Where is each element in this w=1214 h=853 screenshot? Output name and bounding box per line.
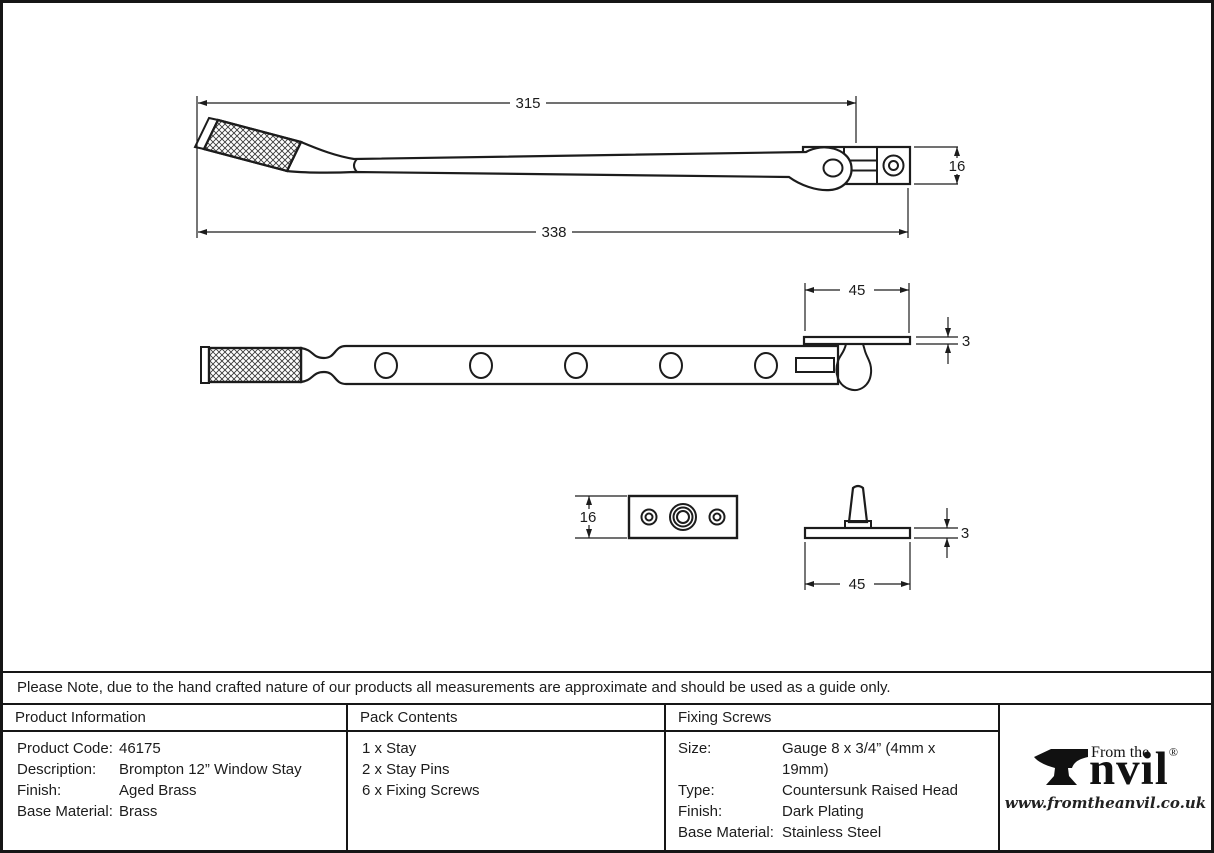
dim-pin-base-length: 45: [849, 576, 866, 593]
stay-pin-drawing: 3 45: [803, 484, 969, 593]
pack-contents-header: Pack Contents: [348, 705, 664, 732]
anvil-icon: [1034, 748, 1089, 785]
row-label: Type:: [678, 782, 715, 799]
row-label: Product Code:: [17, 740, 113, 757]
row-value: Aged Brass: [119, 782, 197, 799]
stay-side-view-drawing: 315 338 16: [193, 95, 971, 241]
row-label: Size:: [678, 740, 712, 757]
pack-item: 6 x Fixing Screws: [362, 782, 480, 799]
table-row: Size: Gauge 8 x 3/4” (4mm x 19mm): [678, 738, 986, 780]
measurement-note: Please Note, due to the hand crafted nat…: [3, 671, 1211, 705]
row-label: Description:: [17, 761, 97, 778]
stay-plan-view-drawing: 45 3: [200, 282, 970, 391]
dim-open-length: 315: [515, 95, 540, 112]
table-row: Base Material: Stainless Steel: [678, 822, 986, 843]
brand-logo-cell: From the nvil® www.fromtheanvil.co.uk: [1000, 705, 1211, 850]
row-value: Brompton 12” Window Stay: [119, 761, 302, 778]
logo-website: www.fromtheanvil.co.uk: [1004, 793, 1207, 812]
dim-plate-thickness: 3: [962, 333, 970, 350]
fixing-screws-header: Fixing Screws: [666, 705, 998, 732]
dim-keep-plate-height: 16: [580, 509, 597, 526]
row-label: Base Material:: [17, 803, 113, 820]
logo-wordmark: nvil: [1089, 742, 1169, 795]
pack-contents-column: Pack Contents 1 x Stay 2 x Stay Pins 6 x…: [348, 705, 666, 850]
knurl-texture: [207, 346, 303, 384]
knurl-texture: [202, 118, 303, 173]
table-row: Finish: Aged Brass: [17, 780, 334, 801]
table-row: Finish: Dark Plating: [678, 801, 986, 822]
table-row: Type: Countersunk Raised Head: [678, 780, 986, 801]
pack-item: 1 x Stay: [362, 740, 417, 757]
from-the-anvil-logo: From the nvil® www.fromtheanvil.co.uk: [1005, 744, 1206, 812]
row-label: Finish:: [17, 782, 62, 799]
logo-tagline: From the: [1091, 743, 1150, 761]
table-row: Description: Brompton 12” Window Stay: [17, 759, 334, 780]
row-value: Brass: [119, 803, 158, 820]
note-text: Please Note, due to the hand crafted nat…: [17, 679, 891, 696]
dim-total-length: 338: [541, 224, 566, 241]
registered-trademark-symbol: ®: [1168, 744, 1178, 759]
technical-drawing-area: 315 338 16: [193, 95, 971, 593]
dim-end-height: 16: [949, 158, 966, 175]
table-row: Product Code: 46175: [17, 738, 334, 759]
dim-pin-base-thickness: 3: [961, 525, 969, 542]
row-label: Base Material:: [678, 824, 774, 841]
dim-plate-length: 45: [849, 282, 866, 299]
fixing-screws-column: Fixing Screws Size: Gauge 8 x 3/4” (4mm …: [666, 705, 1000, 850]
row-value: 46175: [119, 740, 161, 757]
row-value: Dark Plating: [782, 803, 864, 820]
row-value: Countersunk Raised Head: [782, 782, 958, 799]
keep-plate-drawing: 16: [575, 494, 739, 540]
row-value: Stainless Steel: [782, 824, 882, 841]
spec-tables: Product Information Product Code: 46175 …: [3, 705, 1211, 850]
table-row: Base Material: Brass: [17, 801, 334, 822]
pack-item: 2 x Stay Pins: [362, 761, 450, 778]
row-value: Gauge 8 x 3/4” (4mm x 19mm): [782, 740, 936, 778]
product-information-column: Product Information Product Code: 46175 …: [3, 705, 348, 850]
product-information-header: Product Information: [3, 705, 346, 732]
row-label: Finish:: [678, 803, 723, 820]
